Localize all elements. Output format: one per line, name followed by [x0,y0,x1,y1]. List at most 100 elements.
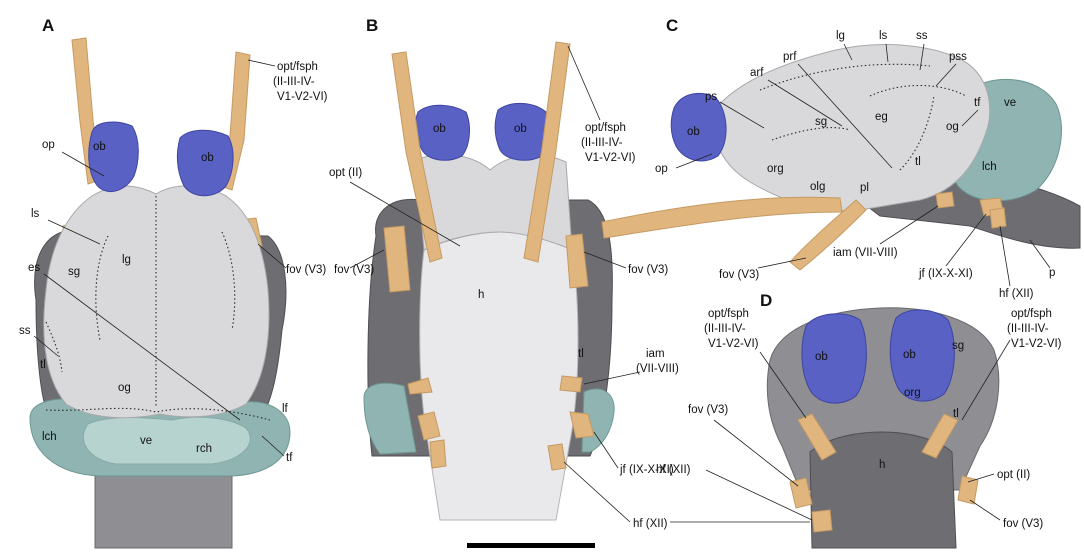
panel-b-lead-fov-left [349,249,385,269]
panel-d-label-ob-right: ob [903,349,916,361]
panel-a-lead-es [43,273,241,421]
panel-c-label-lch: lch [982,161,997,173]
panel-d-label-org: org [904,387,921,399]
panel-c-dorsal-sulcus [759,63,931,91]
panel-d-lead-hf [705,469,813,521]
panel-b-label-opt-fsph-1: opt/fsph [585,122,626,134]
panel-c-pss [869,85,967,97]
panel-d-label-opt-fsph-right-3: V1-V2-VI) [1011,338,1062,350]
panel-a-label-opt-fsph-3: V1-V2-VI) [277,91,328,103]
panel-a-right-sulcus [221,231,236,331]
panel-b-fov-right [565,233,589,289]
panel-c-lead-arf [767,79,843,127]
panel-d-nerve-left [797,413,837,461]
panel-c-iam-nerve [935,191,955,209]
panel-c-lead-pss [935,63,957,87]
panel-c-label-hf: hf (XII) [999,288,1034,300]
panel-b-lead-opt-fsph [567,45,601,121]
panel-a-label-ob-left: ob [93,141,106,153]
panel-a-label-lg: lg [122,254,131,266]
scale-bar [467,543,595,548]
panel-a-transverse-fissure [45,407,271,421]
panel-c-lead-prf [797,63,893,169]
panel-d-label-opt-fsph-right-1: opt/fsph [1011,308,1052,320]
panel-d-label-tl: tl [953,408,959,420]
panel-c-lead-op [675,153,713,169]
panel-b-jf-right [569,411,595,439]
panel-d-label-hf: hf (XII) [656,464,691,476]
panel-d-label-opt-fsph-left-3: V1-V2-VI) [708,338,759,350]
panel-c-optic-nerve [601,196,843,239]
panel-a-label-opt-fsph-1: opt/fsph [277,61,318,73]
panel-c-label-tl: tl [915,156,921,168]
panel-a-lead-tf [261,435,285,457]
panel-d-label-h: h [879,459,885,471]
panel-a-olfactory-bulb-right [176,129,234,197]
panel-d-lead-opt-fsph-left [759,351,807,419]
panel-a-lead-opt-fsph [247,59,276,67]
panel-d-label-ob-left: ob [815,351,828,363]
panel-a-label-tf: tf [286,452,293,464]
panel-b-lead-opt [349,181,461,247]
panel-c-label-pss: pss [949,51,967,63]
panel-d-lead-fov-left [713,419,799,487]
panel-b-lead-fov-right [583,251,627,269]
panel-c-label-fov: fov (V3) [719,269,759,281]
panel-c-label-og: og [946,121,959,133]
panel-b-label-iam-1: iam [646,348,665,360]
panel-c-label-ve: ve [1004,97,1016,109]
panel-c-label-sg: sg [815,116,827,128]
panel-d-olfactory-bulb-right [889,309,955,402]
panel-b-lead-iam [583,371,641,385]
panel-c-label-arf: arf [750,67,764,79]
panel-c-hf-nerve [989,207,1007,229]
panel-b-nerve-left [391,51,443,263]
panel-b-hf-right [547,443,567,471]
panel-a-vestibule [82,416,251,465]
panel-c-orbital-sulcus [771,127,851,141]
panel-a-label-opt-fsph-2: (II-III-IV- [273,76,315,88]
panel-a-lead-op [61,151,105,177]
panel-c-fov-nerve [789,199,867,271]
panel-c-label-ps: ps [705,91,717,103]
panel-c-posterior-fissure [899,95,935,171]
panel-c-lead-p [1029,239,1051,269]
panel-b-label-opt-fsph-2: (II-III-IV- [581,137,623,149]
panel-a-label-lch: lch [42,431,57,443]
panel-b-label-h: h [478,289,484,301]
panel-c-lead-tf [961,109,979,127]
panel-d-label-opt: opt (II) [997,469,1030,481]
panel-c-label-lg: lg [836,30,845,42]
panel-a-olfactory-bulb-left [88,121,139,192]
panel-d-hf-left [811,509,833,533]
panel-d: D ob ob sg org tl h opt/fsph (II-III-IV-… [656,291,1062,549]
panel-d-lead-opt [967,473,995,483]
panel-a-label-ss: ss [19,325,31,337]
panel-b-fov-left [383,225,411,293]
panel-a: A ob ob op ls lg sg es ss [19,16,328,549]
panel-a-lateral-sulcus [95,235,109,341]
panel-a-label-tl: tl [40,359,46,371]
panel-c-label-ob: ob [687,126,700,138]
panel-c-hemisphere [713,44,991,212]
panel-c-olfactory-bulb [670,92,727,162]
panel-d-fov-left [789,477,813,509]
panel-b-lead-hf [563,461,631,523]
panel-a-label-rch: rch [196,443,212,455]
panel-b-label-opt: opt (II) [329,167,362,179]
panel-c-lead-fov [757,257,807,269]
panel-c-lead-jf [945,213,987,267]
panel-c-label-prf: prf [783,51,797,63]
panel-d-lead-opt-fsph-right [961,339,1011,421]
panel-c-lead-lg [843,43,853,61]
panel-a-label-ve: ve [140,435,152,447]
panel-a-label-fov: fov (V3) [286,264,326,276]
panel-b-letter: B [366,16,378,35]
panel-d-label-opt-fsph-left-1: opt/fsph [708,308,749,320]
panel-b-label-fov-left: fov (V3) [334,264,374,276]
panel-c-lead-hf [999,225,1011,287]
panel-d-letter: D [760,291,772,310]
panel-c-label-p: p [1049,267,1055,279]
panel-d-fov-right [957,475,979,505]
panel-a-letter: A [42,16,54,35]
